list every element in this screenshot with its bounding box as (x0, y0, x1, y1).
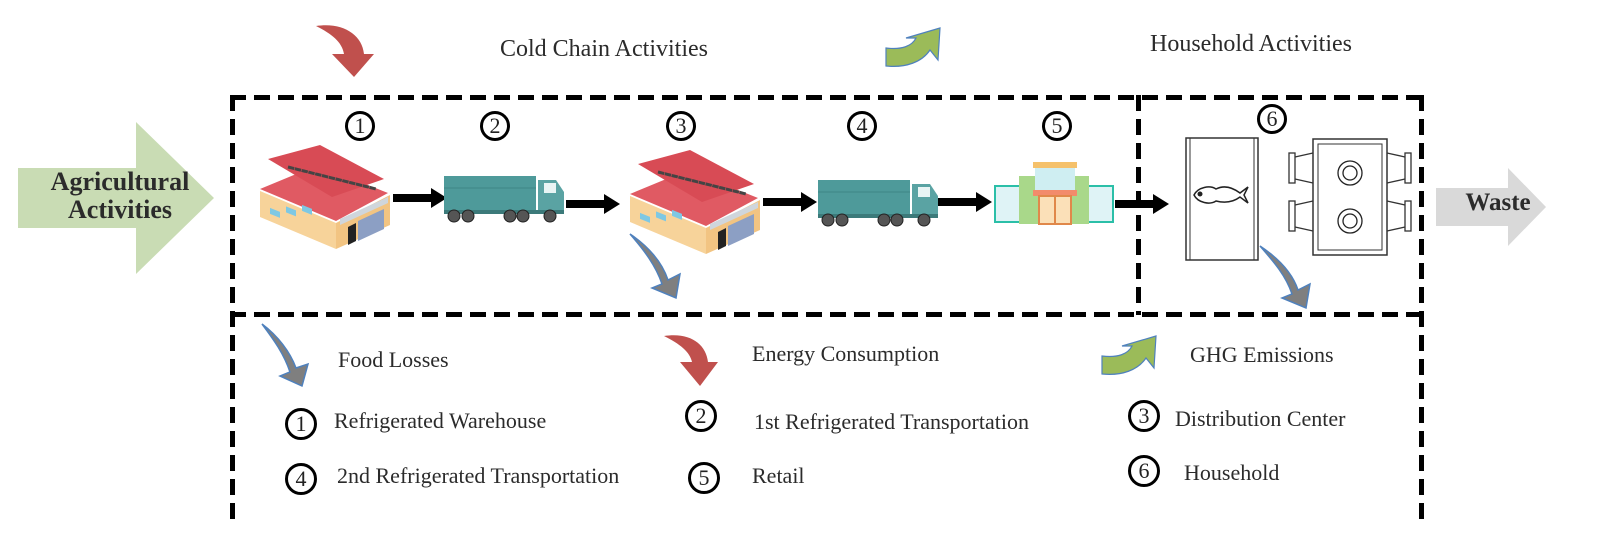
energy-consumption-label: Energy Consumption (752, 341, 940, 366)
legend-stage-3-label: Distribution Center (1175, 406, 1346, 431)
distribution-center-icon (630, 150, 760, 254)
food-loss-arrow-icon (1259, 245, 1311, 310)
legend-number-2: 2 (685, 400, 717, 432)
legend-stage-6-label: Household (1184, 460, 1280, 485)
waste-arrow-icon (1436, 168, 1546, 246)
cold-chain-frame-top (230, 95, 1425, 100)
stage-number-2: 2 (480, 111, 510, 141)
legend-number-4: 4 (285, 463, 317, 495)
legend-number-5: 5 (688, 462, 720, 494)
cold-chain-title: Cold Chain Activities (500, 36, 708, 62)
market-icon (994, 162, 1114, 225)
flow-arrow-icon (566, 194, 620, 214)
ghg-emissions-label: GHG Emissions (1190, 342, 1334, 367)
flow-arrow-icon (938, 192, 992, 212)
stage-number-4: 4 (847, 111, 877, 141)
food-losses-label: Food Losses (338, 347, 449, 372)
agricultural-label-line1: Agricultural (50, 167, 190, 196)
fridge-icon (1185, 137, 1259, 261)
flow-arrow-icon (1115, 194, 1169, 214)
stage-number-1: 1 (345, 111, 375, 141)
household-title: Household Activities (1150, 31, 1352, 57)
energy-legend-icon (664, 335, 718, 386)
energy-arrow-icon (316, 25, 374, 77)
truck-icon (444, 176, 564, 223)
flow-arrow-icon (763, 192, 817, 212)
agricultural-label-line2: Activities (68, 195, 172, 224)
frame-left (230, 95, 235, 525)
legend-stage-2-label: 1st Refrigerated Transportation (754, 409, 1029, 434)
truck-icon (818, 180, 938, 227)
legend-number-6: 6 (1128, 455, 1160, 487)
stage-number-6: 6 (1257, 104, 1287, 134)
legend-stage-1-label: Refrigerated Warehouse (334, 408, 547, 433)
food-loss-arrow-icon (629, 233, 681, 300)
legend-number-1: 1 (285, 408, 317, 440)
agricultural-activities-label: Agricultural Activities (30, 168, 210, 224)
ghg-arrow-icon (885, 27, 941, 67)
stage-number-5: 5 (1042, 111, 1072, 141)
warehouse-icon (260, 145, 390, 249)
legend-frame-top (230, 312, 1425, 317)
frame-right (1419, 95, 1424, 525)
legend-number-3: 3 (1128, 400, 1160, 432)
dining-table-icon (1288, 138, 1412, 256)
ghg-legend-icon (1101, 335, 1157, 375)
agricultural-arrow-icon (18, 122, 214, 274)
waste-label: Waste (1465, 189, 1531, 216)
stage-number-3: 3 (666, 111, 696, 141)
legend-stage-4-label: 2nd Refrigerated Transportation (337, 463, 620, 488)
flow-arrow-icon (393, 188, 447, 208)
legend-stage-5-label: Retail (752, 463, 805, 488)
food-loss-legend-icon (261, 323, 310, 388)
